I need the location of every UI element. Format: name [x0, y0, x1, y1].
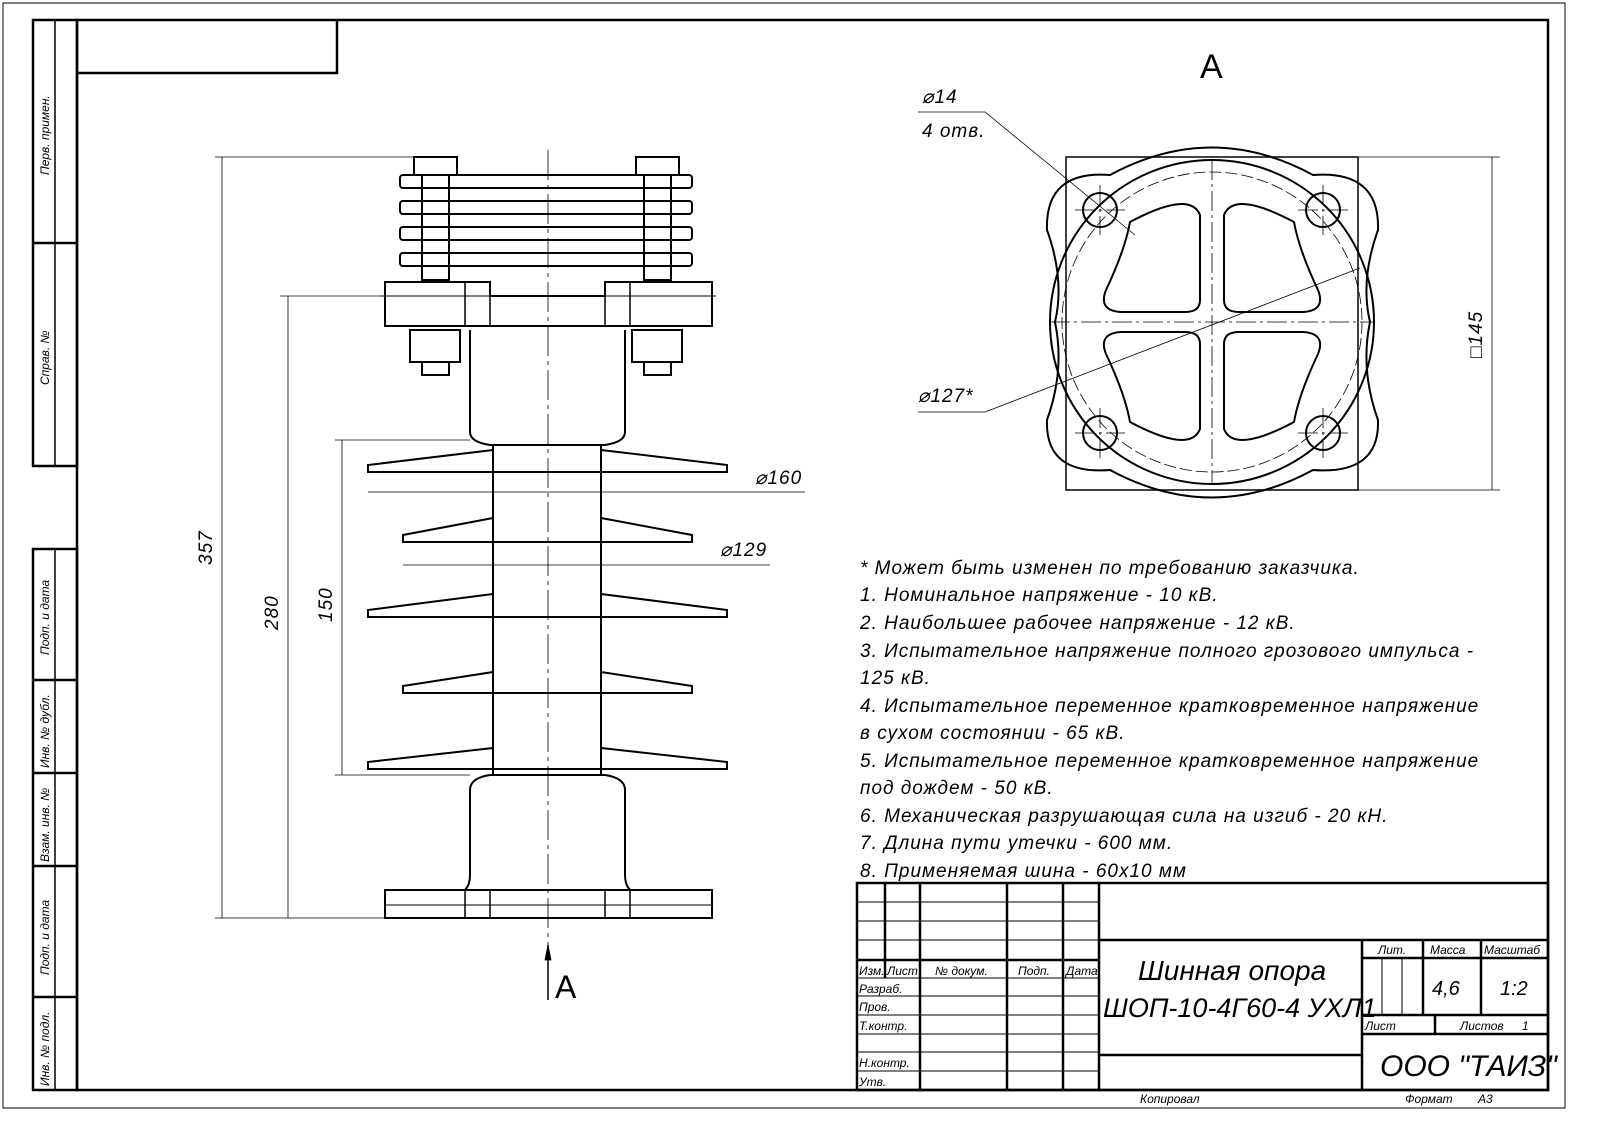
top-left-box: [77, 20, 339, 75]
massa-label: Масса: [1430, 943, 1466, 957]
col-izm: Изм.: [859, 964, 885, 978]
side-label-vzam-inv: Взам. инв. №: [38, 788, 52, 862]
view-a-title: A: [1200, 48, 1223, 86]
front-dimensions: [215, 156, 805, 1000]
side-stamp: Перв. примен. Справ. № Подп. и дата Инв.…: [31, 18, 79, 1092]
note: под дождем - 50 кВ.: [860, 778, 1054, 799]
hole-diameter: ⌀14: [922, 87, 958, 108]
col-doc-no: № докум.: [935, 964, 988, 978]
dim-357: 357: [196, 530, 217, 565]
col-podp: Подп.: [1018, 964, 1050, 978]
insulator-front-view: [367, 150, 728, 960]
bolt-left: [409, 156, 461, 376]
dim-280: 280: [262, 595, 283, 631]
format-value: А3: [1477, 1092, 1493, 1106]
row-nkontr: Н.контр.: [859, 1056, 910, 1070]
masshtab-value: 1:2: [1500, 978, 1528, 1000]
note: 1. Номинальное напряжение - 10 кВ.: [860, 585, 1219, 606]
format-label: Формат: [1405, 1092, 1453, 1106]
base-flange: [384, 889, 713, 919]
note: 4. Испытательное переменное кратковремен…: [860, 696, 1479, 717]
company-name: ООО "ТАИЗ": [1380, 1050, 1558, 1083]
hole-count: 4 отв.: [922, 121, 985, 142]
drawing-designation: ШОП-10-4Г60-4 УХЛ1: [1103, 993, 1376, 1023]
drawing-name: Шинная опора: [1138, 955, 1326, 986]
massa-value: 4,6: [1432, 978, 1461, 1000]
outer-border: [2, 2, 1566, 1109]
note: в сухом состоянии - 65 кВ.: [860, 723, 1125, 744]
top-flange: [384, 281, 713, 327]
row-utv: Утв.: [858, 1075, 886, 1089]
side-label-podp-data-2: Подп. и дата: [38, 900, 52, 975]
note: 3. Испытательное напряжение полного гроз…: [860, 641, 1474, 662]
col-data: Дата: [1064, 964, 1098, 978]
title-block: [855, 881, 1550, 1092]
side-label-perv-primen: Перв. примен.: [38, 95, 52, 175]
note: 125 кВ.: [860, 668, 931, 689]
base-square: [1065, 156, 1359, 491]
view-a: [918, 111, 1500, 499]
dim-150: 150: [316, 587, 337, 622]
note: 5. Испытательное переменное кратковремен…: [860, 751, 1479, 772]
copied-label: Копировал: [1140, 1092, 1200, 1106]
lit-label: Лит.: [1377, 943, 1406, 957]
side-label-sprav: Справ. №: [38, 330, 52, 385]
sheets-value: 1: [1522, 1019, 1529, 1033]
sheds: [367, 449, 728, 770]
title-block-text: Изм. Лист № докум. Подп. Дата Разраб. Пр…: [858, 943, 1558, 1089]
dim-160: ⌀160: [755, 468, 802, 489]
row-tkontr: Т.контр.: [859, 1019, 907, 1033]
sheets-label: Листов: [1459, 1019, 1504, 1033]
note: * Может быть изменен по требованию заказ…: [860, 558, 1360, 579]
bus-plates: [399, 174, 693, 267]
technical-notes: * Может быть изменен по требованию заказ…: [859, 558, 1479, 882]
note: 2. Наибольшее рабочее напряжение - 12 кВ…: [859, 613, 1296, 634]
square-size: □145: [1466, 311, 1487, 358]
bottom-cap: [464, 774, 631, 891]
top-cap: [469, 330, 626, 446]
side-label-inv-podl: Инв. № подл.: [38, 1012, 52, 1086]
bolt-right: [631, 156, 683, 376]
note: 6. Механическая разрушающая сила на изги…: [860, 806, 1388, 827]
sheet-label: Лист: [1364, 1019, 1396, 1033]
masshtab-label: Масштаб: [1484, 943, 1541, 957]
side-label-inv-dubl: Инв. № дубл.: [38, 694, 52, 768]
note: 7. Длина пути утечки - 600 мм.: [860, 833, 1173, 854]
row-prov: Пров.: [859, 1000, 891, 1014]
row-razrab: Разраб.: [859, 982, 902, 996]
col-list: Лист: [886, 964, 918, 978]
side-label-podp-data-1: Подп. и дата: [38, 580, 52, 655]
dim-129: ⌀129: [720, 540, 767, 561]
note: 8. Применяемая шина - 60х10 мм: [860, 861, 1187, 882]
circle-diameter: ⌀127*: [918, 386, 974, 407]
section-mark-a: A: [555, 969, 577, 1005]
inner-frame: [75, 18, 1550, 1092]
